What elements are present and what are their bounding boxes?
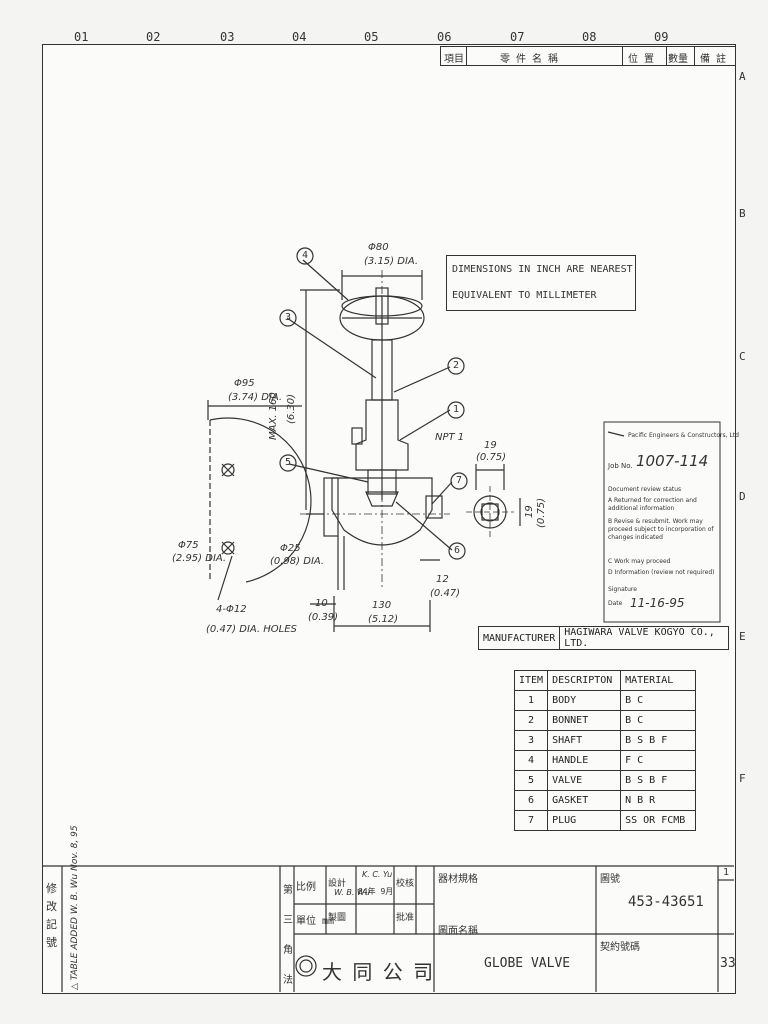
header-strip	[440, 46, 736, 66]
dim-d25: Φ25	[280, 543, 301, 554]
dim-holes: 4-Φ12	[216, 604, 247, 615]
note-line1: DIMENSIONS IN INCH ARE NEAREST	[452, 264, 633, 275]
check-label: 校核	[396, 879, 415, 889]
sheet-no: 1	[723, 867, 730, 878]
designer-name: W. B. Wu	[334, 888, 370, 897]
header-item: 項目	[444, 54, 464, 65]
dim-d95: Φ95	[234, 378, 255, 389]
drawn-label: 製圖	[328, 913, 347, 923]
header-quantity: 數量	[668, 54, 688, 65]
balloon-7: 7	[456, 475, 463, 486]
zone-mark: C	[739, 350, 746, 363]
design-label: 設計	[328, 879, 347, 889]
ruler-mark: 02	[146, 30, 161, 44]
manufacturer-label: MANUFACTURER	[477, 626, 561, 650]
stamp-option-c: C Work may proceed	[608, 558, 671, 565]
manufacturer-table: MANUFACTURER HAGIWARA VALVE KOGYO CO., L…	[477, 626, 730, 650]
balloon-6: 6	[454, 545, 461, 556]
ruler-mark: 04	[292, 30, 307, 44]
spec-label: 器材規格	[438, 874, 478, 885]
cell-material: SS OR FCMB	[620, 810, 697, 831]
zone-mark: A	[739, 70, 746, 83]
dim-holes-inch: (0.47) DIA. HOLES	[206, 624, 297, 635]
ruler-mark: 01	[74, 30, 89, 44]
dim-d80-inch: (3.15) DIA.	[364, 256, 419, 267]
ruler-mark: 08	[582, 30, 597, 44]
approve-label: 批准	[396, 913, 415, 923]
balloon-4: 4	[302, 250, 309, 261]
dim-d10-inch: (0.39)	[308, 612, 339, 623]
zone-mark: E	[739, 630, 746, 643]
unit-label: 單位 mm	[296, 916, 335, 927]
note-line2: EQUIVALENT TO MILLIMETER	[452, 290, 597, 301]
balloon-5: 5	[285, 457, 292, 468]
ruler-mark: 05	[364, 30, 379, 44]
ruler-mark: 03	[220, 30, 235, 44]
ruler-mark: 09	[654, 30, 669, 44]
drawing-name: GLOBE VALVE	[484, 956, 571, 971]
balloon-1: 1	[453, 404, 460, 415]
dim-d75-inch: (2.95) DIA.	[172, 553, 227, 564]
page-number: 33	[720, 956, 736, 971]
drawing-name-label: 圖面名稱	[438, 926, 478, 937]
header-remarks: 備 註	[700, 54, 727, 65]
third-angle-label: 第 三 角 法	[283, 885, 293, 986]
stamp-status-title: Document review status	[608, 486, 682, 493]
balloon-3: 3	[285, 312, 292, 323]
table-row: 6 GASKET N B R	[513, 790, 697, 811]
table-row: 5 VALVE B S B F	[513, 770, 697, 791]
company-name: 大 同 公 司	[322, 960, 436, 984]
table-row: 7 PLUG SS OR FCMB	[513, 810, 697, 831]
design-date: 84年 9月	[358, 887, 394, 896]
contract-label: 契約號碼	[600, 942, 640, 953]
stamp-option-d: D Information (review not required)	[608, 569, 715, 576]
drawing-sheet	[42, 44, 736, 994]
header-position: 位 置	[628, 54, 655, 65]
dim-d12-inch: (0.47)	[430, 588, 461, 599]
header-part-name: 零 件 名 稱	[500, 54, 559, 65]
dim-d12: 12	[436, 574, 449, 585]
dimension-note	[446, 255, 636, 311]
parts-header-row: ITEM DESCRIPTON MATERIAL	[513, 670, 697, 691]
stamp-signature-label: Signature	[608, 586, 637, 593]
revision-label: 修 改 記 號	[46, 882, 57, 949]
table-row: 3 SHAFT B S B F	[513, 730, 697, 751]
parts-table: ITEM DESCRIPTON MATERIAL 1 BODY B C 2 BO…	[513, 670, 697, 831]
ruler-mark: 06	[437, 30, 452, 44]
cell-item: 3	[513, 730, 549, 751]
zone-mark: F	[739, 772, 746, 785]
ruler-mark: 07	[510, 30, 525, 44]
scale-label: 比例	[296, 882, 316, 893]
revision-note: △ TABLE ADDED W. B. Wu Nov. 8, 95	[70, 825, 80, 990]
dim-d25-inch: (0.98) DIA.	[270, 556, 325, 567]
dim-d19: 19	[484, 440, 497, 451]
stamp-option-b: B Revise & resubmit. Work may proceed su…	[608, 518, 714, 541]
cell-item: 7	[513, 810, 549, 831]
zone-mark: D	[739, 490, 746, 503]
stamp-date: 11-16-95	[630, 596, 685, 610]
drawing-no-label: 圖號	[600, 874, 620, 885]
zone-mark: B	[739, 207, 746, 220]
dim-d10: 10	[315, 598, 328, 609]
stamp-job-no: 1007-114	[636, 452, 709, 470]
stamp-job-label: Job No.	[608, 462, 633, 470]
dim-d19-inch: (0.75)	[476, 452, 507, 463]
dim-d130-inch: (5.12)	[368, 614, 399, 625]
stamp-date-label: Date	[608, 600, 623, 607]
stamp-company: Pacific Engineers & Constructors, Ltd	[628, 432, 739, 439]
dim-npt: NPT 1	[435, 432, 465, 443]
manufacturer-value: HAGIWARA VALVE KOGYO CO., LTD.	[559, 626, 730, 650]
checker-name: K. C. Yu	[362, 870, 393, 879]
dim-d95-inch: (3.74) DIA.	[228, 392, 283, 403]
dim-d80: Φ80	[368, 242, 389, 253]
balloon-2: 2	[453, 360, 460, 371]
dim-d130: 130	[372, 600, 392, 611]
cell-description: PLUG	[547, 810, 622, 831]
drawing-no: 453-43651	[628, 894, 704, 910]
stamp-option-a: A Returned for correction and additional…	[608, 497, 697, 512]
dim-d75: Φ75	[178, 540, 199, 551]
